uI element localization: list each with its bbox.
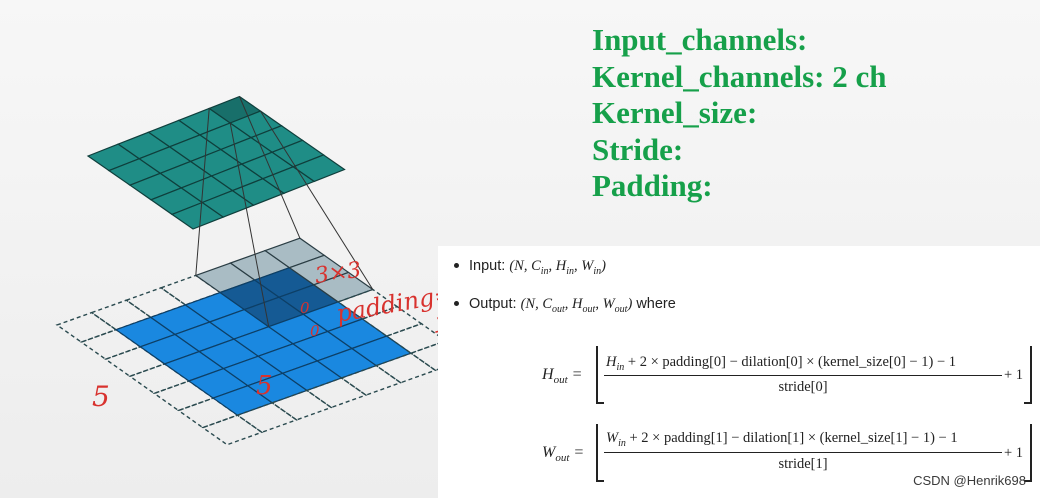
w-out-denominator: stride[1] (778, 456, 828, 472)
projection-line (229, 122, 270, 327)
floor-right-bracket (1024, 424, 1032, 482)
padding-cell (201, 414, 264, 446)
floor-left-bracket (596, 346, 604, 404)
w-out-plus-one: + 1 (1004, 445, 1024, 461)
input-shape: (N, Cin, Hin, Win) (509, 258, 606, 277)
w-out-fraction-bar (604, 452, 1002, 453)
projection-lines (195, 96, 374, 327)
input-shape-bullet: Input: (N, Cin, Hin, Win) (454, 258, 606, 277)
bullet-dot (454, 262, 459, 268)
stride-label: Stride: (592, 131, 684, 167)
zero-annotation-b: 0 (310, 322, 320, 340)
h-out-fraction-bar (604, 375, 1002, 376)
input-size-left-annotation: 5 (92, 380, 110, 413)
bullet-dot (454, 300, 459, 306)
output-grid (86, 95, 346, 230)
projection-line (239, 96, 301, 239)
kernel-channels-label: Kernel_channels: 2 ch (592, 58, 887, 94)
output-shape: (N, Cout, Hout, Wout) (520, 296, 633, 315)
output-cell (291, 154, 346, 183)
h-out-lhs: Hout = (542, 366, 583, 387)
w-out-numerator: Win + 2 × padding[1] − dilation[1] × (ke… (606, 430, 958, 449)
h-out-plus-one: + 1 (1004, 367, 1024, 383)
input-grid (55, 237, 440, 446)
padding-label: Padding: (592, 168, 713, 203)
padding-cell (409, 342, 440, 372)
input-size-bottom-annotation: 5 (256, 371, 273, 401)
h-out-denominator: stride[0] (778, 379, 828, 395)
w-out-lhs: Wout = (542, 444, 585, 465)
padding-cell (374, 352, 437, 384)
pytorch-doc-panel: Input: (N, Cin, Hin, Win) Output: (N, Co… (438, 246, 1040, 498)
watermark: CSDN @Henrik698 (913, 473, 1026, 488)
padding-cell (385, 322, 440, 354)
kernel-size-label: Kernel_size: (592, 95, 758, 130)
padding-cell (235, 402, 299, 434)
h-out-numerator: Hin + 2 × padding[0] − dilation[0] × (ke… (606, 354, 956, 373)
projection-line (195, 108, 210, 276)
parameter-list: Input_channels: Kernel_channels: 2 ch Ke… (592, 22, 887, 205)
output-shape-bullet: Output: (N, Cout, Hout, Wout) where (454, 296, 676, 315)
convolution-diagram: 3×3 padding=1 0 0 5 5 (55, 95, 440, 446)
padding-cell (270, 389, 333, 421)
input-channels-label: Input_channels: (592, 22, 808, 57)
zero-annotation-a: 0 (300, 299, 310, 317)
padding-cell (55, 311, 118, 343)
floor-right-bracket (1024, 346, 1032, 404)
floor-left-bracket (596, 424, 604, 482)
projection-line (260, 110, 374, 290)
padding-cell (340, 364, 403, 396)
padding-cell (305, 377, 368, 409)
